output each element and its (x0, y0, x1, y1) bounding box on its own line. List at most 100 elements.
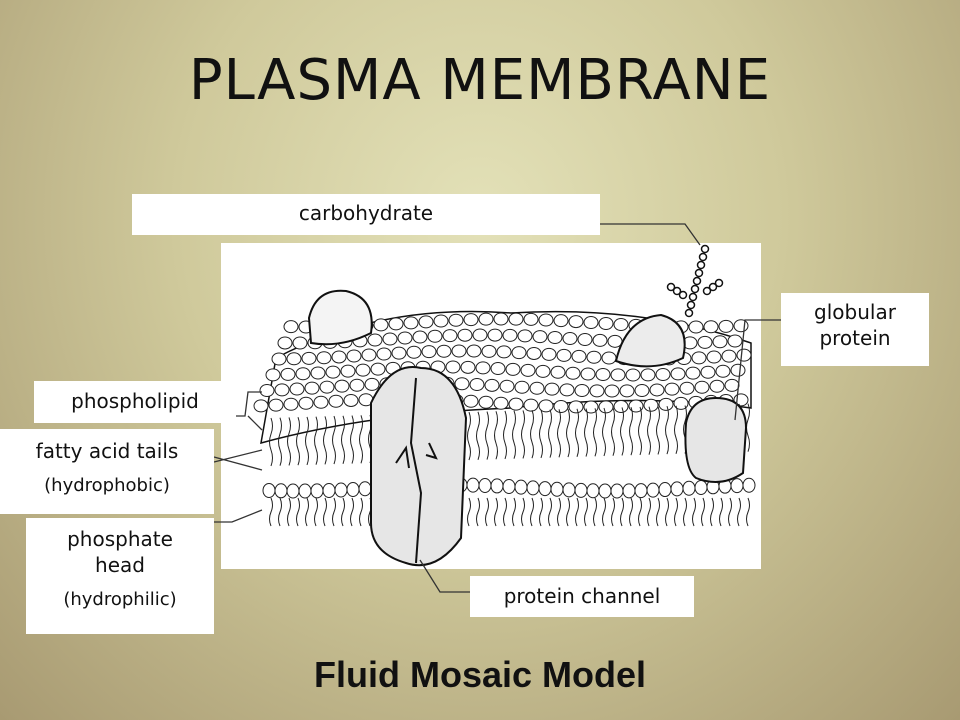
phospholipid-head (598, 400, 614, 414)
phospholipid-head (364, 377, 380, 391)
phospholipid-head (484, 378, 500, 392)
phospholipid-head (571, 349, 587, 363)
phospholipid-head (490, 362, 506, 376)
phospholipid-head (487, 328, 503, 342)
sugar-bead (700, 244, 710, 254)
phospholipid-head (610, 483, 624, 499)
phospholipid-head (541, 347, 557, 361)
fatty-acid-tail (314, 497, 318, 527)
phospholipid-head (289, 382, 305, 396)
phospholipid-head (568, 315, 584, 329)
phospholipid-head (298, 396, 314, 410)
phospholipid-head (433, 314, 449, 328)
phospholipid-head (658, 482, 672, 498)
phospholipid-head (535, 364, 551, 378)
sugar-bead (702, 286, 712, 296)
phospholipid-head (271, 352, 287, 366)
carbohydrate-label: carbohydrate (132, 194, 600, 235)
fatty-acid-tail (530, 409, 534, 459)
phospholipid-head (283, 397, 299, 411)
phospholipid-head (586, 483, 600, 499)
phospholipid-head (505, 362, 521, 376)
phospholipid-head (328, 394, 344, 408)
phospholipid-head (463, 313, 479, 327)
phospholipid-head (565, 366, 581, 380)
phospholipid-head (514, 479, 528, 495)
fatty-acid-tail (620, 497, 624, 527)
phospholipid-head (613, 317, 629, 331)
fatty-acid-tail (287, 417, 291, 466)
fatty-acid-tail (332, 497, 336, 527)
phospholipid-head (346, 349, 362, 363)
phospholipid-head (673, 396, 689, 410)
fatty-acid-tail (566, 408, 570, 458)
fatty-acid-tail (638, 406, 642, 456)
phospholipid-head (490, 478, 504, 494)
phospholipid-head (634, 483, 648, 499)
phospholipid-head (730, 478, 744, 494)
phospholipid-head (280, 367, 296, 381)
phospholipid-head (688, 320, 704, 334)
phospholipid-head (694, 479, 708, 495)
sugar-bead (666, 282, 676, 292)
fatty-acid-tail (485, 411, 489, 460)
phospholipid-head (517, 329, 533, 343)
phospholipid-head (580, 367, 596, 381)
phospholipid-head (643, 398, 659, 412)
sugar-bead (686, 300, 696, 310)
phospholipid-head (649, 383, 665, 397)
phospholipid-head (730, 363, 746, 377)
leader-line (600, 223, 701, 246)
fatty-acid-tail (710, 497, 714, 527)
fatty-acid-tail (611, 497, 615, 527)
phospholipid-head (583, 400, 599, 414)
phospholipid-head (502, 479, 516, 495)
subtitle: Fluid Mosaic Model (313, 654, 646, 695)
phosphate-head-label: phosphate head (hydrophilic) (26, 518, 214, 634)
fatty-acid-tail (341, 497, 345, 527)
sugar-bead (672, 286, 682, 296)
fatty-acid-tail (467, 497, 471, 527)
phospholipid-head (265, 368, 281, 382)
fatty-acid-tail (530, 497, 534, 527)
fatty-acid-tail (476, 411, 480, 460)
fatty-acid-tail (674, 497, 678, 527)
fatty-acid-tail (575, 408, 579, 457)
phospholipid-head (646, 482, 660, 498)
phospholipid-head (583, 316, 599, 330)
fatty-acid-tail (341, 415, 345, 465)
phospholipid-head (604, 384, 620, 398)
phospholipid-head (436, 344, 452, 358)
phospholipid-head (382, 332, 398, 346)
phospholipid-head (658, 397, 674, 411)
phospholipid-head (628, 399, 644, 413)
fatty-acid-tail (485, 497, 489, 527)
phospholipid-head (538, 481, 552, 497)
phospholipid-head (373, 318, 389, 332)
phospholipid-head (568, 400, 584, 414)
fatty-acid-tail (305, 416, 309, 466)
phospholipid-head (316, 351, 332, 365)
fatty-acid-tail (683, 497, 687, 527)
fatty-acid-tail (602, 497, 606, 527)
phospholipid-head (655, 367, 671, 381)
phospholipid-head (346, 481, 360, 497)
phospholipid-head (403, 316, 419, 330)
phospholipid-head (523, 312, 539, 326)
phospholipid-head (589, 384, 605, 398)
sugar-bead (690, 284, 700, 294)
phospholipid-head (460, 360, 476, 374)
phospholipid-head (283, 320, 299, 334)
glycoprotein (614, 313, 686, 368)
phospholipid-head (301, 351, 317, 365)
protein-channel-text: protein channel (503, 584, 661, 608)
arrow-icon (425, 442, 438, 460)
fatty-acid-tail (593, 497, 597, 527)
fatty-acid-tail (521, 497, 525, 527)
phospholipid-head (274, 483, 288, 499)
phospholipid-head (304, 381, 320, 395)
phospholipid-head (463, 394, 479, 408)
fatty-acid-tail (629, 497, 633, 527)
phospholipid-head (268, 398, 284, 412)
phospholipid-head (727, 334, 743, 348)
